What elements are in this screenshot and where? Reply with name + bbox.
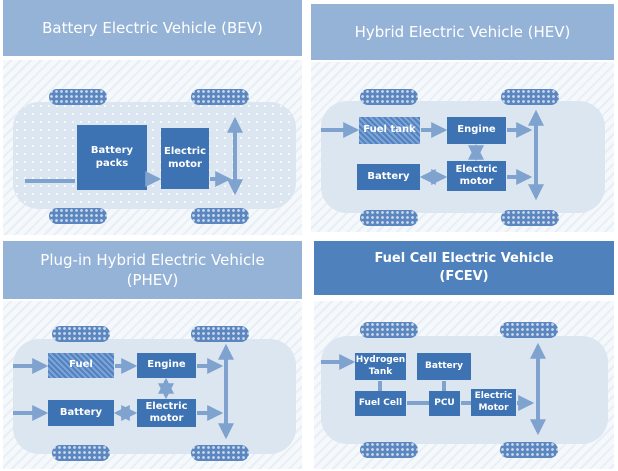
phev-battery-box: Battery	[48, 400, 114, 426]
phev-wheel-front-right	[52, 445, 110, 461]
fcev-wheel-front-left	[360, 322, 418, 338]
fcev-title: Fuel Cell Electric Vehicle (FCEV)	[314, 241, 614, 295]
bev-wheel-rear-left	[191, 89, 249, 105]
hev-wheel-front-left	[360, 89, 418, 105]
fcev-wheel-rear-right	[500, 442, 558, 458]
hev-wheel-front-right	[360, 210, 418, 226]
hev-engine-box: Engine	[447, 117, 506, 144]
fcev-electric-motor-box: Electric Motor	[471, 389, 516, 416]
fcev-pcu-box: PCU	[429, 391, 460, 416]
bev-title: Battery Electric Vehicle (BEV)	[3, 0, 302, 56]
hev-wheel-rear-right	[501, 210, 559, 226]
bev-battery-packs-box: Battery packs	[77, 125, 147, 190]
hev-fuel-tank-box: Fuel tank	[359, 117, 420, 144]
phev-wheel-rear-right	[191, 445, 249, 461]
bev-wheel-rear-right	[191, 208, 249, 224]
fcev-hydrogen-tank-box: Hydrogen Tank	[355, 353, 406, 380]
bev-wheel-front-left	[49, 89, 107, 105]
phev-electric-motor-box: Electric motor	[137, 399, 196, 427]
fcev-wheel-rear-left	[500, 322, 558, 338]
phev-engine-box: Engine	[137, 353, 196, 378]
phev-wheel-rear-left	[191, 326, 249, 342]
fcev-battery-box: Battery	[417, 353, 471, 380]
hev-electric-motor-box: Electric motor	[447, 161, 506, 191]
hev-title: Hybrid Electric Vehicle (HEV)	[311, 4, 614, 60]
fcev-fuel-cell-box: Fuel Cell	[355, 391, 406, 416]
hev-wheel-rear-left	[501, 89, 559, 105]
bev-electric-motor-box: Electric motor	[161, 128, 209, 189]
fcev-wheel-front-right	[360, 442, 418, 458]
phev-wheel-front-left	[52, 326, 110, 342]
bev-wheel-front-right	[49, 208, 107, 224]
bev-car-body	[13, 102, 296, 209]
phev-fuel-box: Fuel	[48, 353, 114, 378]
hev-battery-box: Battery	[357, 164, 420, 190]
phev-title: Plug-in Hybrid Electric Vehicle (PHEV)	[3, 241, 302, 299]
